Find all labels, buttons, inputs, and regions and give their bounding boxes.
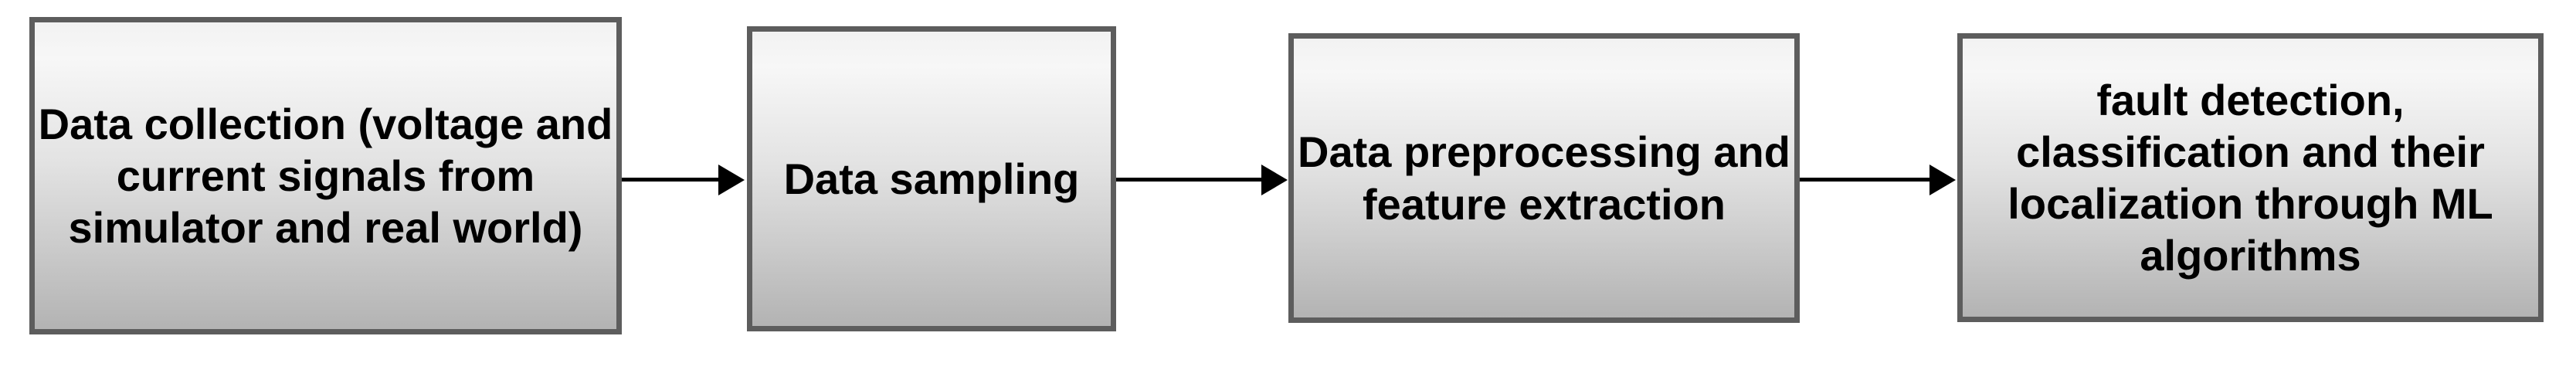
arrowhead-icon <box>1261 165 1288 195</box>
connector-line-2 <box>1116 178 1262 182</box>
arrowhead-icon <box>718 165 745 195</box>
connector-line-3 <box>1800 178 1930 182</box>
flow-step-label: Data collection (voltage and current sig… <box>38 99 613 253</box>
flow-step-label: Data preprocessing and feature extractio… <box>1298 127 1790 229</box>
arrowhead-icon <box>1929 165 1956 195</box>
flow-step-data-collection: Data collection (voltage and current sig… <box>29 17 622 334</box>
connector-line-1 <box>622 178 719 182</box>
flow-step-fault-detection-ml: fault detection, classification and thei… <box>1957 33 2544 322</box>
flow-step-label: Data sampling <box>783 154 1080 203</box>
flow-step-preprocessing-feature-extraction: Data preprocessing and feature extractio… <box>1288 33 1800 323</box>
flow-step-label: fault detection, classification and thei… <box>2008 75 2493 280</box>
flow-step-data-sampling: Data sampling <box>747 26 1116 331</box>
